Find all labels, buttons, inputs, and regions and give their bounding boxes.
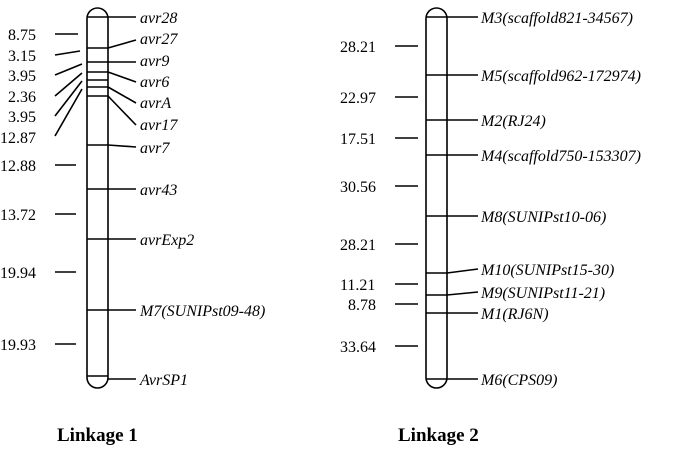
linkage-1-marker-label: avrA [140,95,171,112]
linkage-1-marker-connector [107,86,137,104]
linkage-1-distance-connector [54,88,83,137]
linkage-1-distance-label: 2.36 [8,89,36,106]
linkage-2-marker-label: M6(CPS09) [480,372,557,389]
linkage-1-marker-label: avrExp2 [140,232,194,249]
linkage-1-distance-connector [54,50,81,56]
linkage-1-marker-label: M7(SUNIPst09-48) [139,303,265,320]
linkage-2-distance-label: 33.64 [340,339,376,356]
linkage-2-marker-label: M9(SUNIPst11-21) [480,285,605,302]
linkage-1-marker-label: avr43 [140,182,177,199]
linkage-1-marker-label: AvrSP1 [139,372,188,389]
linkage-1: 8.75 3.15 3.95 2.36 3.95 12.87 12.88 13.… [0,7,265,446]
linkage-1-marker-label: avr17 [140,117,178,134]
linkage-1-marker-connector [107,95,137,126]
linkage-2-distance-label: 8.78 [348,297,376,314]
linkage-2-marker-connector [446,268,479,274]
linkage-1-distance-connector [54,72,83,97]
linkage-1-distance-label: 3.95 [8,109,36,126]
linkage-2-distance-label: 30.56 [340,179,376,196]
linkage-2-marker-label: M5(scaffold962-172974) [480,68,641,85]
linkage-1-distance-label: 3.95 [8,68,36,85]
linkage-2-marker-label: M3(scaffold821-34567) [480,10,633,27]
linkage-1-marker-label: avr28 [140,10,177,27]
linkage-2-distance-label: 28.21 [340,237,376,254]
linkage-1-marker-connector [107,144,137,148]
linkage-1-title: Linkage 1 [57,425,138,446]
linkage-2-distance-label: 28.21 [340,39,376,56]
linkage-1-chromosome-bar [86,7,109,389]
linkage-2-marker-label: M8(SUNIPst10-06) [480,209,606,226]
linkage-2-marker-label: M1(RJ6N) [480,306,549,323]
linkage-1-distance-label: 19.94 [0,265,36,282]
linkage-2-marker-connector [446,291,479,296]
linkage-1-distance-label: 12.87 [0,130,36,147]
linkage-1-distance-label: 12.88 [0,158,36,175]
linkage-1-marker-label: avr9 [140,53,169,70]
linkage-2-title: Linkage 2 [398,425,479,446]
linkage-2-marker-label: M2(RJ24) [480,113,546,130]
linkage-2-marker-label: M10(SUNIPst15-30) [480,262,614,279]
linkage-1-distance-label: 3.15 [8,48,36,65]
linkage-2-distance-label: 11.21 [340,277,375,294]
linkage-1-distance-label: 13.72 [0,207,36,224]
linkage-2-marker-label: M4(scaffold750-153307) [480,148,641,165]
linkage-2-distance-label: 17.51 [340,131,376,148]
linkage-1-distance-connector [54,63,83,76]
linkage-2-chromosome-bar [425,7,448,389]
linkage-1-distance-label: 8.75 [8,27,36,44]
linkage-1-marker-label: avr27 [140,31,178,48]
linkage-1-distance-connector [54,80,83,117]
linkage-1-marker-connector [107,71,137,83]
linkage-2: 28.21 22.97 17.51 30.56 28.21 11.21 8.78… [340,7,641,446]
linkage-1-marker-connector [107,39,137,49]
linkage-1-distance-label: 19.93 [0,337,36,354]
linkage-1-marker-label: avr7 [140,140,170,157]
linkage-1-marker-label: avr6 [140,74,169,91]
linkage-2-distance-label: 22.97 [340,90,376,107]
